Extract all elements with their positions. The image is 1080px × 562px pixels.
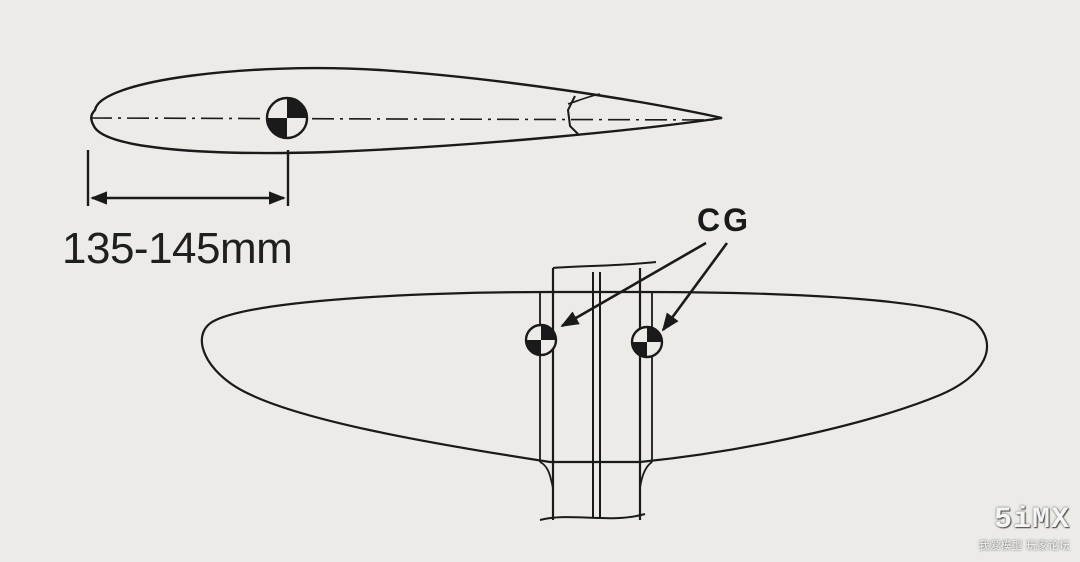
airfoil-section <box>89 66 723 155</box>
dimension-label: 135-145mm <box>62 224 293 273</box>
wing-planform <box>200 241 988 521</box>
cg-label: CG <box>697 202 751 238</box>
watermark-logo: 5iMX <box>993 503 1070 537</box>
airfoil-outline <box>90 66 723 155</box>
dimension-indicator <box>86 150 290 206</box>
aileron-hinge-curve <box>567 93 601 105</box>
fillet-left <box>539 461 554 489</box>
chord-centerline <box>89 117 719 121</box>
fuselage <box>539 261 657 521</box>
wing-outline <box>200 290 988 464</box>
watermark-tagline: 我爱模型 玩家论坛 <box>978 539 1071 552</box>
cg-marker-icon <box>265 96 309 140</box>
cg-marker-icon <box>630 325 664 359</box>
fuselage-bottom-edge <box>539 513 646 521</box>
fillet-right <box>639 461 653 489</box>
cg-marker-icon <box>524 323 558 357</box>
arrow-icon <box>560 241 707 328</box>
fuselage-top-edge <box>552 261 657 269</box>
watermark: 5iMX 我爱模型 玩家论坛 <box>962 503 1074 553</box>
arrow-icon <box>661 242 729 332</box>
